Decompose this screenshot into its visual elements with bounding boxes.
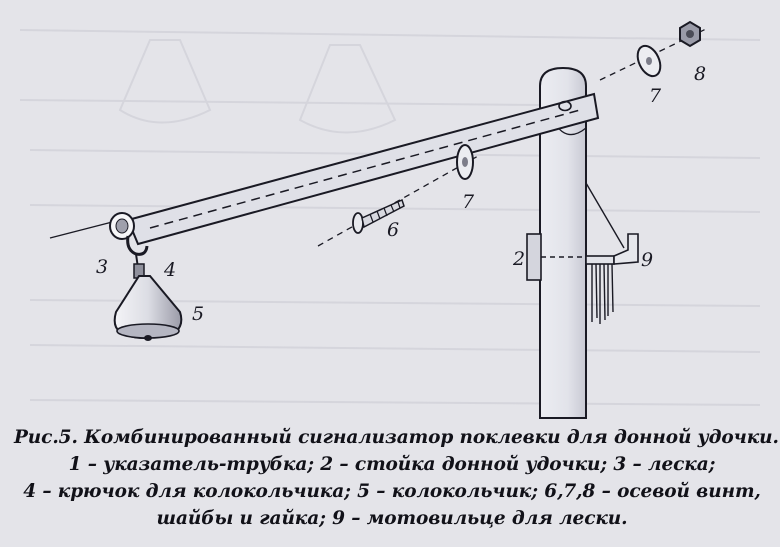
label-2: 2 <box>512 248 525 270</box>
caption-legend-line-2: 4 – крючок для колокольчика; 5 – колокол… <box>23 481 761 502</box>
label-5: 5 <box>192 303 204 325</box>
washer-upper <box>636 44 662 78</box>
fishing-line <box>49 219 121 239</box>
axial-screw <box>352 198 405 234</box>
line-winder <box>585 233 639 324</box>
nut <box>679 20 701 48</box>
label-7-lower: 7 <box>462 191 475 213</box>
caption-legend-line-1: 1 – указатель-трубка; 2 – стойка донной … <box>68 454 716 475</box>
bite-alarm-diagram: 2 3 4 5 6 7 7 8 9 <box>49 20 709 419</box>
caption-legend-line-3: шайбы и гайка; 9 – мотовильце для лески. <box>156 508 628 529</box>
label-9: 9 <box>641 249 653 271</box>
label-4: 4 <box>163 259 176 281</box>
washer-lower <box>456 144 474 180</box>
figure-caption: Рис.5. Комбинированный сигнализатор покл… <box>14 424 779 532</box>
label-7-upper: 7 <box>649 85 662 107</box>
label-6: 6 <box>387 219 399 241</box>
label-8: 8 <box>694 63 706 85</box>
bell <box>113 263 183 341</box>
indicator-tube <box>109 92 600 246</box>
label-3: 3 <box>96 256 108 278</box>
caption-title: Рис.5. Комбинированный сигнализатор покл… <box>14 427 779 448</box>
tube-axle-hole <box>558 100 572 112</box>
stand-clamp <box>526 233 542 281</box>
